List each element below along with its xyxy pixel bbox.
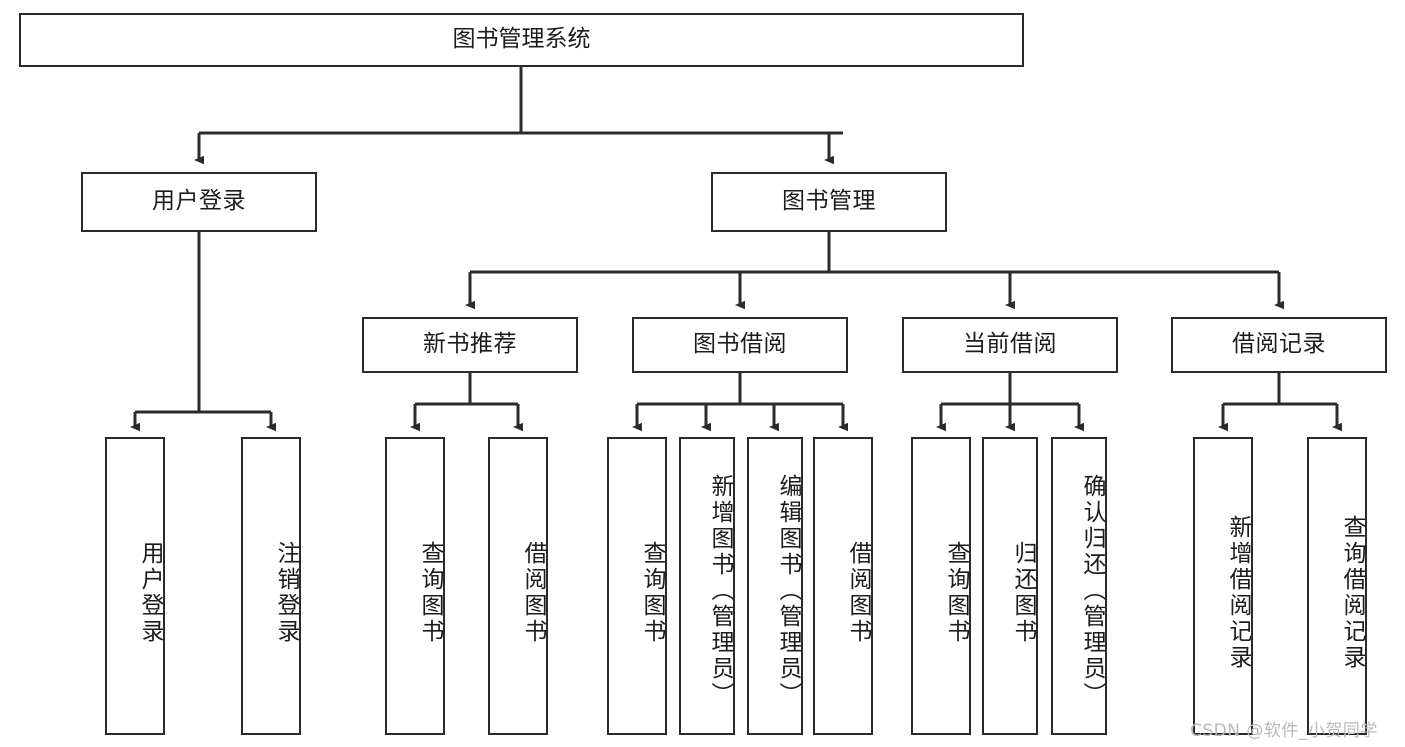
node-new-book-recommendation[interactable]: 新书推荐 xyxy=(362,317,578,373)
leaf-return-book[interactable]: 归还图书 xyxy=(982,437,1038,735)
node-book-management[interactable]: 图书管理 xyxy=(711,172,947,232)
leaf-borrow-book-1[interactable]: 借阅图书 xyxy=(488,437,548,735)
csdn-watermark: CSDN @软件_小贺同学 xyxy=(1190,721,1378,741)
leaf-edit-book-admin[interactable]: 编辑图书（管理员） xyxy=(747,437,803,735)
leaf-borrow-book-2[interactable]: 借阅图书 xyxy=(813,437,873,735)
node-book-borrow[interactable]: 图书借阅 xyxy=(632,317,848,373)
node-user-login[interactable]: 用户登录 xyxy=(81,172,317,232)
node-current-borrow[interactable]: 当前借阅 xyxy=(902,317,1118,373)
leaf-add-book-admin[interactable]: 新增图书（管理员） xyxy=(679,437,735,735)
leaf-query-book-2[interactable]: 查询图书 xyxy=(607,437,667,735)
node-borrow-record[interactable]: 借阅记录 xyxy=(1171,317,1387,373)
leaf-logout-login[interactable]: 注销登录 xyxy=(241,437,301,735)
leaf-add-borrow-record[interactable]: 新增借阅记录 xyxy=(1193,437,1253,735)
leaf-confirm-return-admin[interactable]: 确认归还（管理员） xyxy=(1051,437,1107,735)
leaf-query-book-1[interactable]: 查询图书 xyxy=(385,437,445,735)
node-root[interactable]: 图书管理系统 xyxy=(19,13,1024,67)
leaf-query-book-3[interactable]: 查询图书 xyxy=(911,437,971,735)
leaf-user-login[interactable]: 用户登录 xyxy=(105,437,165,735)
leaf-query-borrow-record[interactable]: 查询借阅记录 xyxy=(1307,437,1367,735)
